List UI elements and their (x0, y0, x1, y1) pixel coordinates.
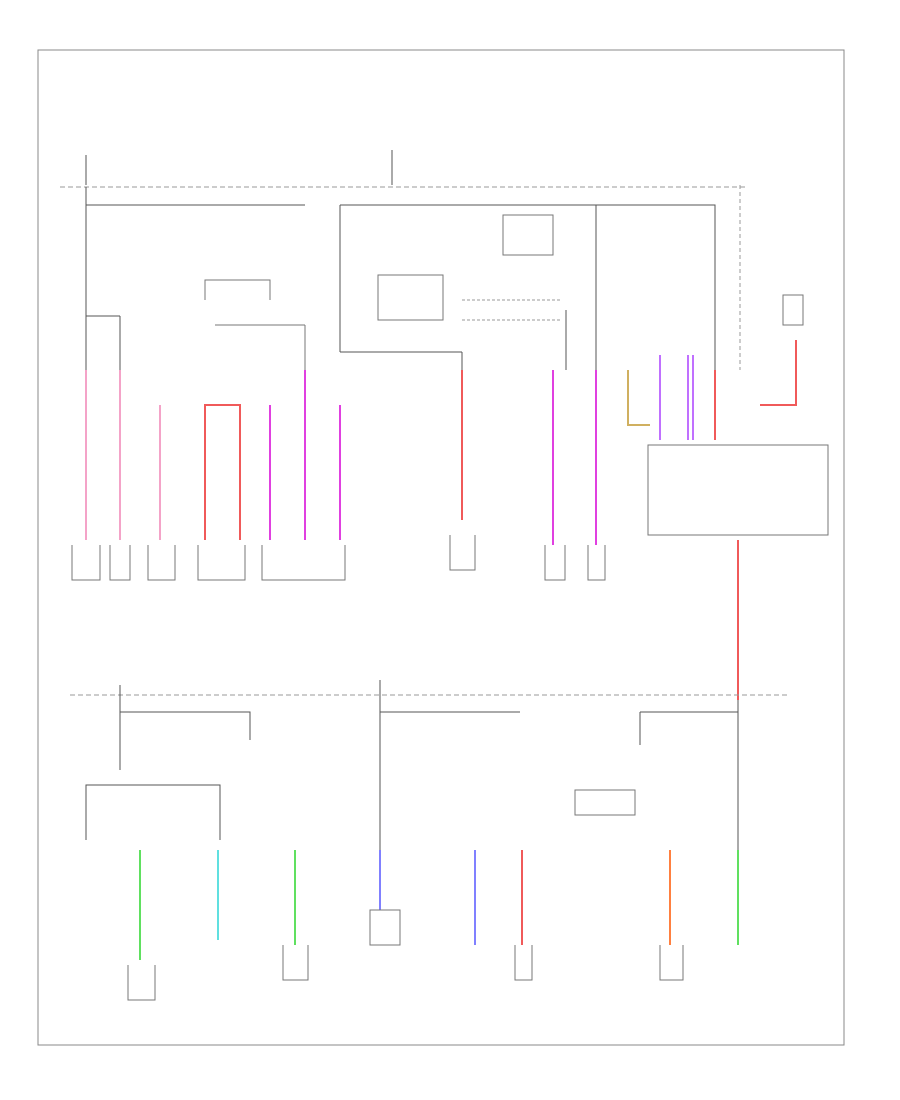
top-bus-section (60, 150, 829, 536)
diagram-frame (37, 49, 845, 1046)
bottom-wires (139, 850, 739, 960)
bottom-bus-section (70, 680, 790, 850)
top-wires (85, 340, 797, 700)
bottom-components (127, 909, 684, 1001)
top-components (71, 535, 606, 581)
